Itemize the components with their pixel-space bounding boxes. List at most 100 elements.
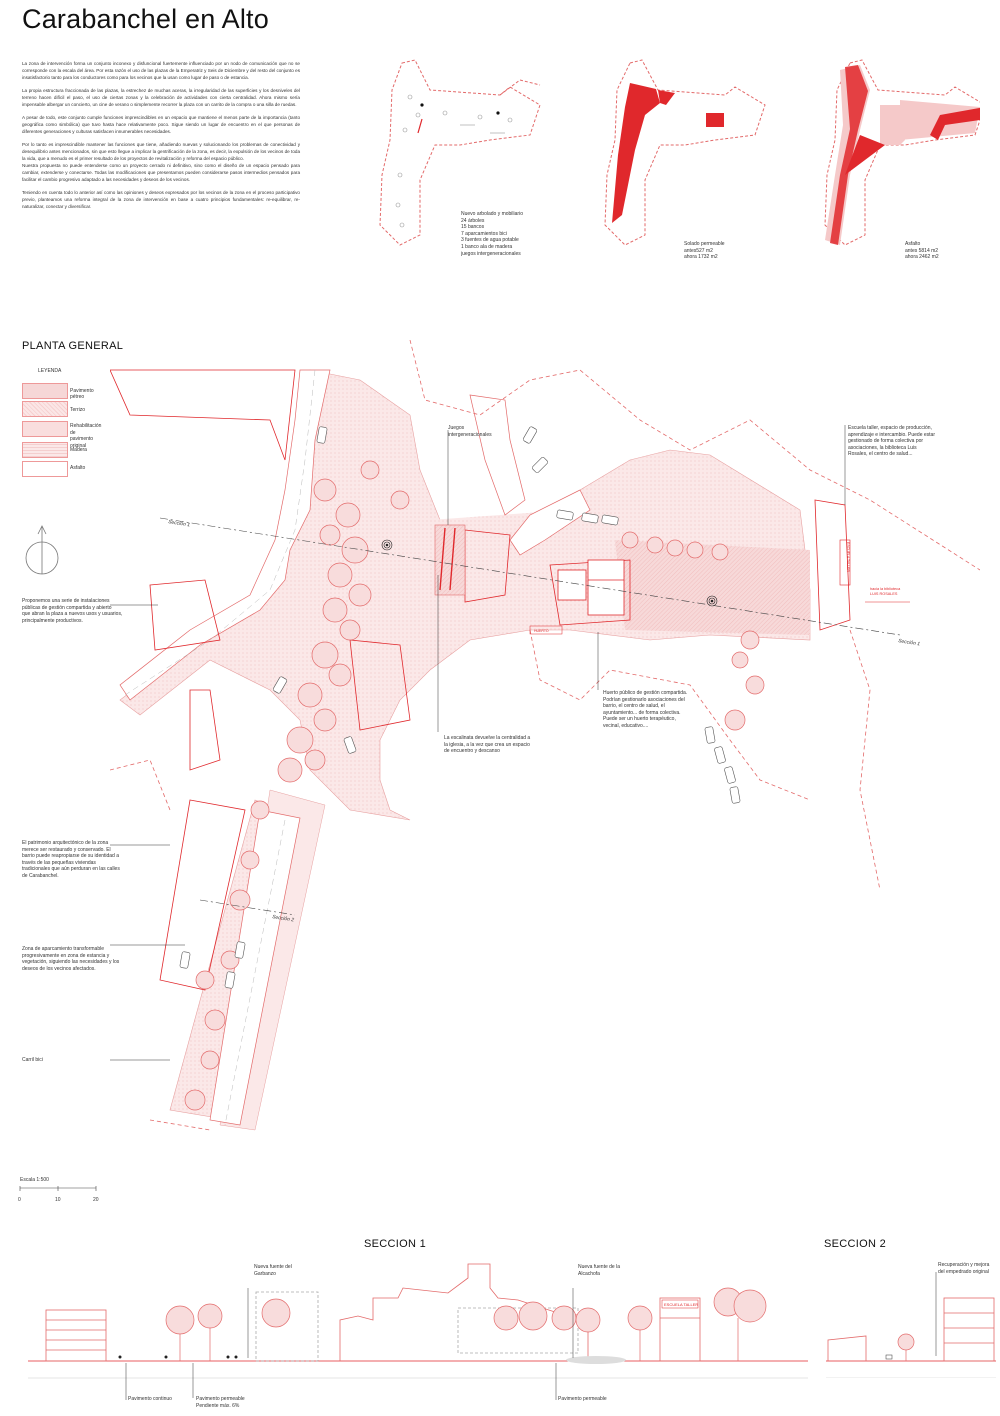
diagram-label-permeable: Solado permeable antes527 m2 ahora 1732 … bbox=[684, 241, 725, 261]
car-icon bbox=[522, 426, 538, 444]
annotation-pavimento-continuo: Pavimento continuo bbox=[128, 1396, 172, 1402]
legend-swatch bbox=[22, 461, 68, 477]
tree-canopy bbox=[195, 970, 215, 990]
scale-bar: 0 10 20 bbox=[18, 1186, 99, 1203]
fountain-icon bbox=[706, 595, 718, 607]
tree-canopy bbox=[327, 562, 353, 588]
tree-canopy bbox=[304, 749, 326, 771]
fountain-alcachofa-basin bbox=[566, 1356, 626, 1364]
car-icon bbox=[724, 766, 736, 784]
tree-canopy bbox=[348, 583, 372, 607]
fountain-icon bbox=[420, 103, 424, 107]
car-icon bbox=[179, 951, 191, 969]
car-icon bbox=[224, 971, 236, 989]
section-2-label: Sección 2 bbox=[272, 914, 295, 923]
section-escuela-sign-text: ESCUELA TALLER bbox=[664, 1302, 698, 1307]
section-2-title: SECCION 2 bbox=[824, 1238, 886, 1250]
tree-canopy bbox=[240, 850, 260, 870]
tree-canopy bbox=[277, 757, 303, 783]
escuela-taller-sign bbox=[839, 539, 851, 586]
north-arrow-icon bbox=[25, 525, 59, 575]
tree-canopy bbox=[666, 539, 684, 557]
tree-canopy bbox=[724, 709, 746, 731]
legend-label: Terrizo bbox=[70, 407, 86, 413]
scale-tick: 0 bbox=[18, 1197, 21, 1203]
annotation-fuente-alcachofa: Nueva fuente de la Alcachofa bbox=[578, 1264, 620, 1277]
tree-canopy bbox=[646, 536, 664, 554]
tree-canopy bbox=[621, 531, 639, 549]
legend-swatch bbox=[22, 421, 68, 437]
diagram-asphalt bbox=[824, 59, 980, 246]
tree-canopy bbox=[204, 1009, 226, 1031]
fountain-icon bbox=[381, 539, 393, 551]
tree-canopy bbox=[319, 524, 341, 546]
tree-canopy bbox=[339, 619, 361, 641]
road-center-lines bbox=[124, 369, 316, 1126]
fountain-icon bbox=[496, 111, 500, 115]
biblioteca-direction-label: hacia la biblioteca LUIS ROSALES bbox=[870, 587, 901, 596]
annotation-instalaciones: Proponemos una serie de instalaciones pú… bbox=[22, 598, 123, 624]
trees bbox=[184, 460, 765, 1111]
tree-canopy bbox=[686, 541, 704, 559]
section-1-title: SECCION 1 bbox=[364, 1238, 426, 1250]
tree-canopy bbox=[740, 630, 760, 650]
scale-tick: 10 bbox=[55, 1197, 61, 1203]
section-cut-2 bbox=[199, 899, 296, 916]
huerto-sign bbox=[529, 625, 563, 635]
tree-canopy bbox=[390, 490, 410, 510]
car-icon bbox=[316, 426, 328, 444]
parked-cars bbox=[179, 426, 741, 989]
intro-text: La zona de intervención forma un conjunt… bbox=[22, 60, 300, 216]
legend-label: Rehabilitación de pavimento original bbox=[70, 423, 102, 449]
legend-label: Asfalto bbox=[70, 465, 86, 471]
section-1-label: Sección 1 bbox=[168, 519, 191, 528]
site-plan: ESCUELA TALLER HUERTO Sección 1 Sección … bbox=[110, 340, 980, 1131]
tree-canopy bbox=[250, 800, 270, 820]
church bbox=[557, 559, 625, 616]
tree-canopy bbox=[328, 663, 352, 687]
tree-canopy bbox=[184, 1089, 206, 1111]
annotation-pavimento-permeable-pendiente: Pavimento permeable Pendiente máx. 6% bbox=[196, 1396, 245, 1409]
tree-canopy bbox=[731, 651, 749, 669]
annotation-escuela: Escuela taller, espacio de producción, a… bbox=[848, 425, 935, 458]
annotation-carril-bici: Carril bici bbox=[22, 1057, 43, 1063]
tree-canopy bbox=[360, 460, 380, 480]
tree-canopy bbox=[286, 726, 314, 754]
annotation-pavimento-permeable: Pavimento permeable bbox=[558, 1396, 607, 1402]
legend-swatch bbox=[22, 442, 68, 458]
intro-paragraph: Teniendo en cuenta todo lo anterior así … bbox=[22, 190, 300, 209]
bench-mark bbox=[417, 118, 423, 134]
car-icon bbox=[556, 509, 574, 521]
tree-canopy bbox=[335, 502, 361, 528]
tree-canopy bbox=[313, 708, 337, 732]
legend-title: LEYENDA bbox=[38, 368, 62, 374]
annotation-recuperacion-empedrado: Recuperación y mejora del empedrado orig… bbox=[938, 1262, 990, 1275]
car-icon bbox=[704, 726, 716, 744]
section-cut-1 bbox=[159, 517, 901, 636]
scale-tick: 20 bbox=[93, 1197, 99, 1203]
annotation-fuente-garbanzo: Nueva fuente del Garbanzo bbox=[254, 1264, 292, 1277]
tree-canopy bbox=[220, 950, 240, 970]
diagram-label-furniture: Nuevo arbolado y mobiliario 24 árboles 1… bbox=[461, 211, 523, 257]
annotation-aparcamiento: Zona de aparcamiento transformable progr… bbox=[22, 946, 120, 972]
diagram-label-asphalt: Asfalto antes 5814 m2 ahora 2462 m2 bbox=[905, 241, 939, 261]
annotation-escalinata: La escalinata devuelve la centralidad a … bbox=[444, 735, 531, 755]
dashed-context bbox=[110, 340, 980, 1131]
section-1-drawing: ESCUELA TALLER bbox=[28, 1263, 808, 1400]
tree-canopy bbox=[322, 597, 348, 623]
intro-paragraph: Por lo tanto es imprescindible mantener … bbox=[22, 142, 300, 182]
intro-paragraph: La zona de intervención forma un conjunt… bbox=[22, 61, 300, 80]
plan-title: PLANTA GENERAL bbox=[22, 340, 124, 352]
diagrams-strip: Nuevo arbolado y mobiliario 24 árboles 1… bbox=[379, 59, 980, 261]
building-blocks bbox=[110, 369, 851, 991]
car-icon bbox=[272, 676, 288, 694]
page-title: Carabanchel en Alto bbox=[22, 4, 269, 34]
legend-label: Madera bbox=[70, 447, 87, 453]
section-escuela-sign bbox=[661, 1299, 699, 1309]
intro-paragraph: La propia estructura fraccionada de las … bbox=[22, 88, 300, 107]
tree-canopy bbox=[341, 536, 369, 564]
legend-label: Pavimento pétreo bbox=[70, 388, 94, 400]
diagram-permeable bbox=[604, 59, 766, 246]
annotation-juegos: Juegos intergeneracionales bbox=[448, 425, 492, 438]
tree-canopy bbox=[711, 543, 729, 561]
